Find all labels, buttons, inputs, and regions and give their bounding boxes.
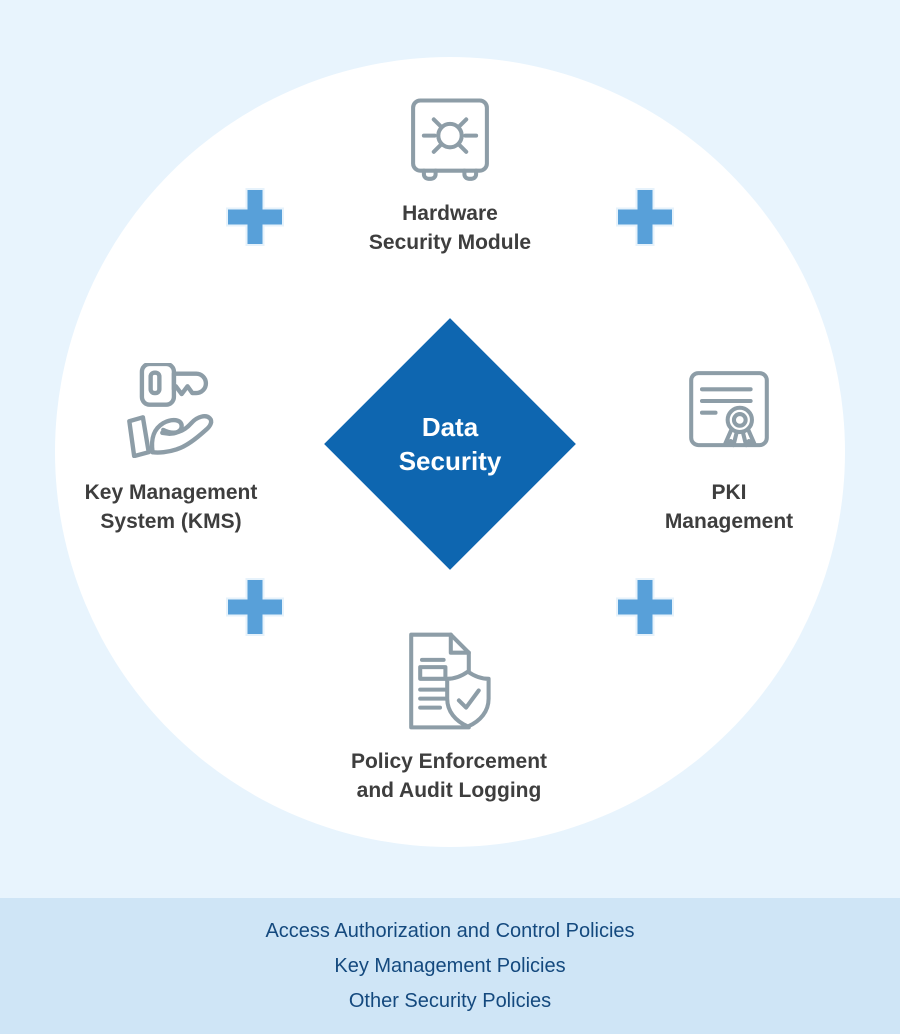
safe-vault-icon bbox=[411, 98, 489, 181]
center-title-line: Data bbox=[421, 412, 479, 442]
plus-icon bbox=[226, 188, 284, 246]
node-hardware-security-module: Hardware Security Module bbox=[300, 96, 600, 257]
plus-icon bbox=[616, 578, 674, 636]
center-diamond-title: Data Security bbox=[361, 355, 539, 533]
footer-policy-line: Other Security Policies bbox=[348, 989, 552, 1012]
node-label: PKI Management bbox=[665, 478, 793, 536]
node-pki-management: PKI Management bbox=[579, 365, 879, 536]
node-label-line: Hardware bbox=[402, 202, 498, 225]
node-label-line: Key Management bbox=[84, 481, 258, 504]
node-label: Key Management System (KMS) bbox=[85, 478, 258, 536]
node-label: Hardware Security Module bbox=[369, 199, 531, 257]
node-key-management-system: Key Management System (KMS) bbox=[21, 363, 321, 536]
node-label-line: Policy Enforcement bbox=[350, 750, 548, 773]
footer-policy-band: Access Authorization and Control Policie… bbox=[0, 898, 900, 1034]
plus-icon bbox=[226, 578, 284, 636]
footer-policy-line: Key Management Policies bbox=[334, 954, 566, 977]
document-shield-check-icon bbox=[409, 632, 491, 730]
node-label: Policy Enforcement and Audit Logging bbox=[351, 747, 547, 805]
node-policy-enforcement: Policy Enforcement and Audit Logging bbox=[299, 632, 599, 805]
footer-policy-line: Access Authorization and Control Policie… bbox=[265, 919, 635, 942]
certificate-icon bbox=[689, 371, 769, 448]
node-label-line: and Audit Logging bbox=[356, 779, 542, 802]
node-label-line: PKI bbox=[711, 481, 747, 504]
plus-icon bbox=[616, 188, 674, 246]
center-diamond: Data Security bbox=[324, 318, 576, 570]
node-label-line: Security Module bbox=[368, 231, 532, 254]
key-in-hand-icon bbox=[127, 363, 214, 458]
center-title-line: Security bbox=[398, 446, 502, 476]
node-label-line: Management bbox=[664, 510, 794, 533]
node-label-line: System (KMS) bbox=[100, 510, 242, 533]
